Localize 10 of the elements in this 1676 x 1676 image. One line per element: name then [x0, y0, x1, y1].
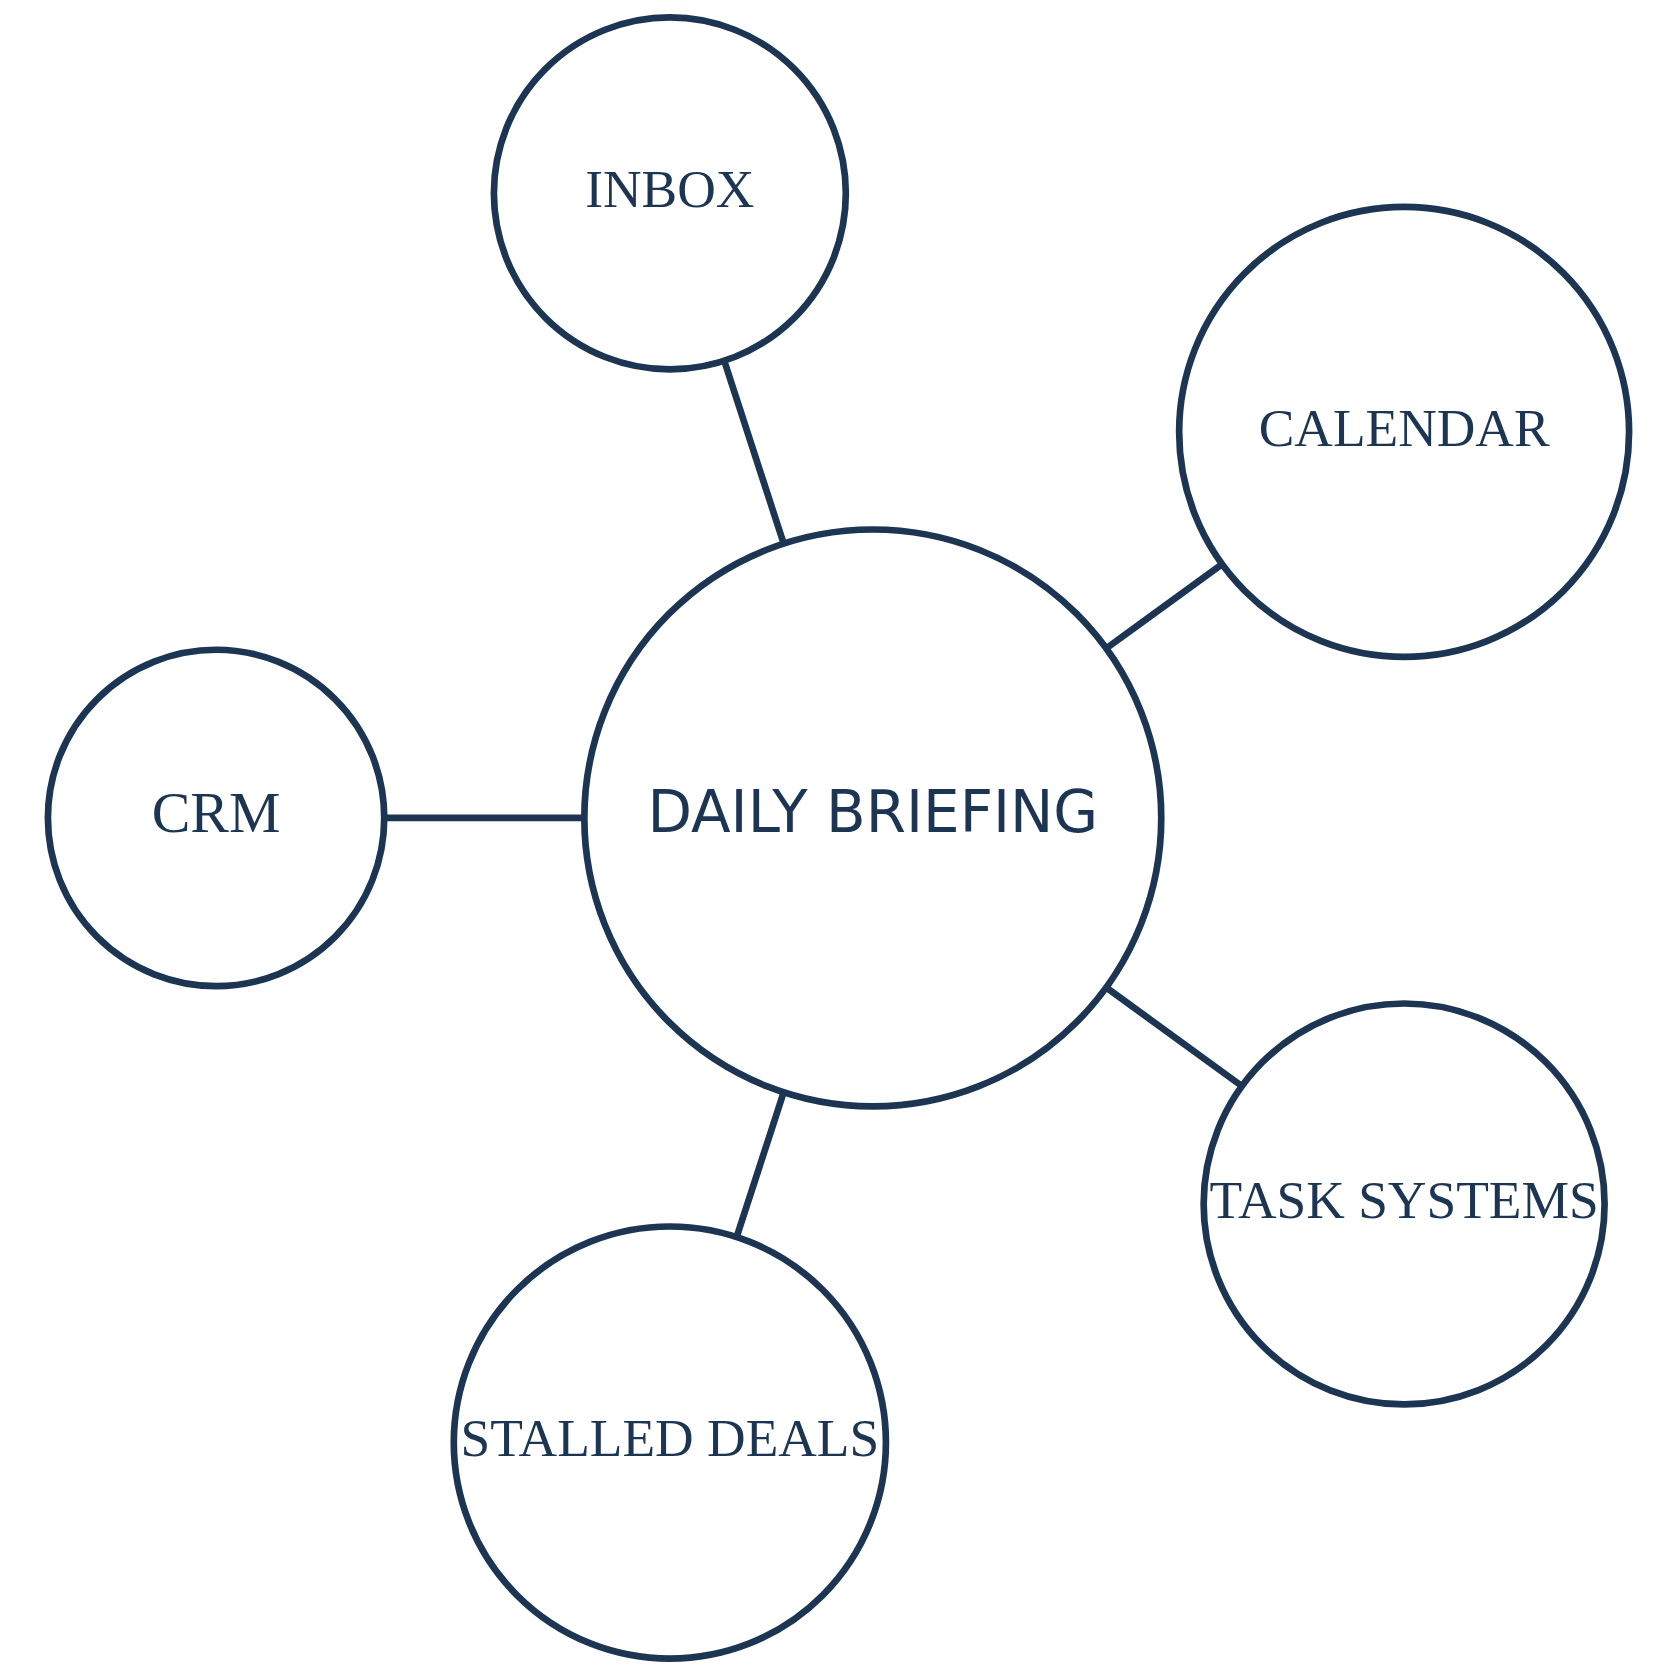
node-circle: CALENDAR: [1175, 203, 1632, 661]
node-circle: INBOX: [490, 14, 849, 373]
connector: [1104, 562, 1223, 651]
node-circle: TASK SYSTEMS: [1199, 1000, 1608, 1408]
node-circle: DAILY BRIEFING: [580, 526, 1165, 1110]
node-circle: CRM: [44, 646, 388, 990]
connector: [1104, 985, 1244, 1089]
connector: [384, 814, 584, 822]
node-circle: STALLED DEALS: [449, 1223, 889, 1662]
connector: [720, 360, 787, 545]
